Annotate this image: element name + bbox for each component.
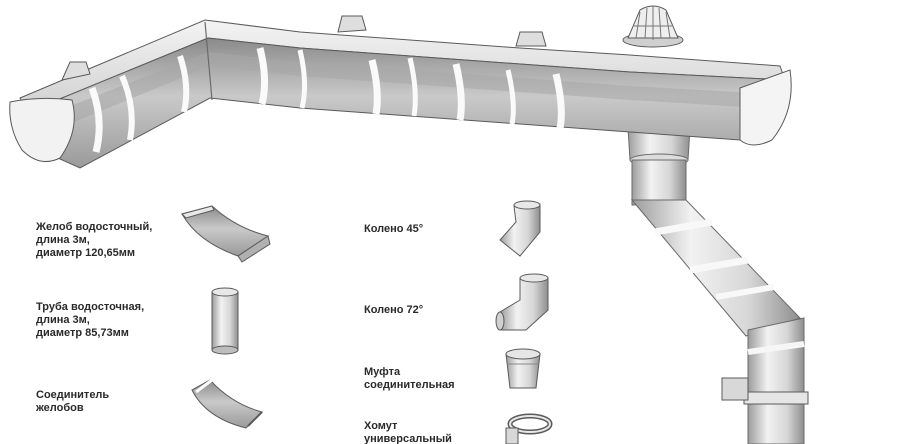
label-clamp-line-1: Хомут (364, 420, 398, 432)
label-clamp: Хомут универсальный (364, 420, 452, 444)
pipe-ring (715, 284, 775, 300)
label-gutter-line-3: диаметр 120,65мм (36, 247, 136, 259)
label-elbow-72-text: Колено 72° (364, 304, 424, 316)
pipe-ring (689, 256, 749, 274)
label-elbow-45: Колено 45° (364, 223, 423, 236)
label-connector: Соединитель желобов (36, 389, 109, 415)
downpipe-clamp (743, 391, 809, 405)
label-connector-line-2: желобов (36, 402, 84, 414)
gutter-hooks (61, 15, 547, 81)
elbow-72-icon (495, 273, 549, 331)
label-coupling-line-2: соединительная (364, 379, 455, 391)
label-gutter: Желоб водосточный, длина 3м, диаметр 120… (36, 221, 152, 260)
label-elbow-72: Колено 72° (364, 304, 423, 317)
label-gutter-line-1: Желоб водосточный, (36, 221, 153, 233)
label-coupling-line-1: Муфта (364, 366, 401, 378)
gutter-end-cap-left (9, 97, 75, 163)
downpipe-assembly (627, 127, 809, 444)
pipe-upper (631, 159, 687, 206)
label-downpipe-line-3: диаметр 85,73мм (36, 327, 129, 339)
gutter-inner-shade (40, 52, 770, 132)
universal-clamp-icon (505, 413, 553, 444)
label-gutter-line-2: длина 3м, (36, 234, 90, 246)
label-downpipe-line-2: длина 3м, (36, 314, 90, 326)
leaf-guard-grate (622, 5, 684, 48)
elbow-45-icon (499, 200, 541, 257)
label-clamp-line-2: универсальный (364, 433, 452, 444)
pipe-lower (747, 317, 805, 444)
gutter-assembly (9, 15, 792, 169)
gutter-end-cap-right (739, 69, 792, 146)
clamp-bracket (721, 377, 749, 401)
label-elbow-45-text: Колено 45° (364, 223, 424, 235)
pipe-ring (747, 341, 805, 355)
label-downpipe: Труба водосточная, длина 3м, диаметр 85,… (36, 301, 144, 340)
gutter-brackets (88, 47, 565, 153)
coupling-icon (505, 348, 541, 389)
label-connector-line-1: Соединитель (36, 389, 110, 401)
pipe-ring (654, 218, 713, 236)
gutter-corner (204, 21, 213, 101)
downpipe-piece-icon (211, 287, 239, 355)
gutter-connector-icon (191, 378, 263, 429)
gutter-piece-icon (181, 205, 271, 263)
label-coupling: Муфта соединительная (364, 366, 455, 392)
label-downpipe-line-1: Труба водосточная, (36, 301, 145, 313)
